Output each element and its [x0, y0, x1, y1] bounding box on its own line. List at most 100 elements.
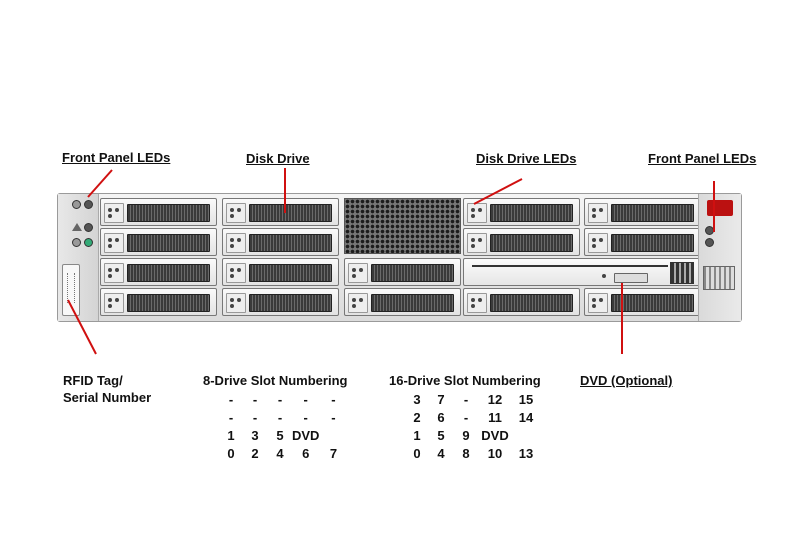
slot-number-cell: - — [303, 409, 308, 425]
drive-bay[interactable] — [584, 228, 701, 256]
drive-latch-icon — [226, 263, 246, 283]
slot-number-cell: 3 — [251, 427, 259, 443]
drive-bay[interactable] — [584, 288, 701, 316]
slot-number-cell: - — [228, 409, 234, 425]
usb-ports-icon — [703, 266, 735, 290]
label-rfid-tag: RFID Tag/ Serial Number — [63, 372, 151, 406]
slot-number-cell: 0 — [227, 445, 235, 461]
label-rfid-line1: RFID Tag/ — [63, 373, 123, 388]
locator-button-icon — [72, 200, 81, 209]
drive-bay[interactable] — [100, 258, 217, 286]
slot-number-cell: - — [331, 391, 336, 407]
locator-led-icon — [705, 226, 714, 235]
brand-badge-icon — [707, 200, 733, 216]
slot-number-cell: 0 — [413, 445, 421, 461]
drive-latch-icon — [104, 233, 124, 253]
label-rfid-line2: Serial Number — [63, 390, 152, 405]
power-led-icon — [84, 238, 93, 247]
drive-grille — [611, 234, 694, 252]
drive-latch-icon — [104, 263, 124, 283]
drive-latch-icon — [588, 203, 608, 223]
slot-number-cell: 4 — [437, 445, 445, 461]
drive-bay[interactable] — [344, 258, 461, 286]
drive-latch-icon — [467, 233, 487, 253]
drive-bay[interactable] — [344, 288, 461, 316]
warning-icon — [72, 223, 82, 231]
service-led-icon — [84, 223, 93, 232]
slot-number-cell: - — [252, 391, 258, 407]
slot-number-cell: - — [331, 409, 336, 425]
slot-number-cell: 13 — [518, 445, 534, 461]
slot-number-cell: - — [277, 409, 283, 425]
drive-bay[interactable] — [222, 228, 339, 256]
drive-grille — [371, 264, 454, 282]
slot-number-cell: - — [463, 409, 469, 425]
drive-bay[interactable] — [463, 228, 580, 256]
drive-bay[interactable] — [463, 288, 580, 316]
drive-grille — [127, 204, 210, 222]
drive-bay[interactable] — [584, 198, 701, 226]
slot-number-cell: 4 — [276, 445, 284, 461]
label-front-panel-leds-right: Front Panel LEDs — [648, 151, 757, 166]
drive-grille — [490, 204, 573, 222]
left-rack-ear — [58, 194, 99, 321]
slot-row: ----- — [220, 408, 347, 426]
drive-latch-icon — [104, 203, 124, 223]
slot-number-cell: 15 — [518, 391, 534, 407]
drive-grille — [249, 234, 332, 252]
slot-number-cell: - — [228, 391, 234, 407]
label-disk-drive-leds: Disk Drive LEDs — [476, 151, 577, 166]
slot-number-cell: 5 — [276, 427, 284, 443]
slot-number-cell: 9 — [462, 427, 470, 443]
drive-grille — [611, 294, 694, 312]
slot-number-cell: - — [277, 391, 283, 407]
dvd-eject-button[interactable] — [614, 273, 648, 283]
drive-latch-icon — [226, 233, 246, 253]
slot-number-cell: 1 — [413, 427, 421, 443]
numbering-8-drive-title: 8-Drive Slot Numbering — [203, 373, 348, 388]
drive-grille — [127, 234, 210, 252]
slot-number-cell: - — [463, 391, 469, 407]
slot-number-cell: - — [252, 409, 258, 425]
slot-number-cell: 6 — [302, 445, 310, 461]
drive-grille — [127, 264, 210, 282]
drive-bay[interactable] — [100, 198, 217, 226]
slot-number-cell: 1 — [227, 427, 235, 443]
server-front-panel — [57, 193, 742, 322]
drive-latch-icon — [467, 293, 487, 313]
drive-bay[interactable] — [100, 288, 217, 316]
drive-bay[interactable] — [100, 228, 217, 256]
dvd-drive-icon[interactable] — [463, 258, 701, 286]
drive-grille — [249, 294, 332, 312]
rfid-tag-icon — [62, 264, 80, 316]
slot-number-cell: DVD — [481, 427, 509, 443]
label-dvd-optional: DVD (Optional) — [580, 373, 673, 388]
slot-number-cell — [512, 426, 540, 444]
drive-bay[interactable] — [222, 198, 339, 226]
slot-number-cell: 6 — [437, 409, 445, 425]
slot-number-cell: 2 — [251, 445, 259, 461]
dvd-disc-slot — [472, 265, 668, 267]
drive-bay[interactable] — [463, 198, 580, 226]
drive-bay[interactable] — [222, 288, 339, 316]
drive-grille — [490, 294, 573, 312]
power-button-icon — [72, 238, 81, 247]
slot-number-cell: DVD — [292, 427, 320, 443]
drive-grille — [611, 204, 694, 222]
service-led-icon — [705, 238, 714, 247]
dvd-activity-led-icon — [602, 274, 606, 278]
drive-grille — [127, 294, 210, 312]
slot-number-cell: - — [303, 391, 308, 407]
drive-grille — [249, 264, 332, 282]
label-front-panel-leds-left: Front Panel LEDs — [62, 150, 171, 165]
drive-latch-icon — [226, 293, 246, 313]
slot-number-cell: 7 — [329, 445, 338, 461]
dvd-bezel-vent — [670, 262, 694, 284]
drive-bay[interactable] — [222, 258, 339, 286]
